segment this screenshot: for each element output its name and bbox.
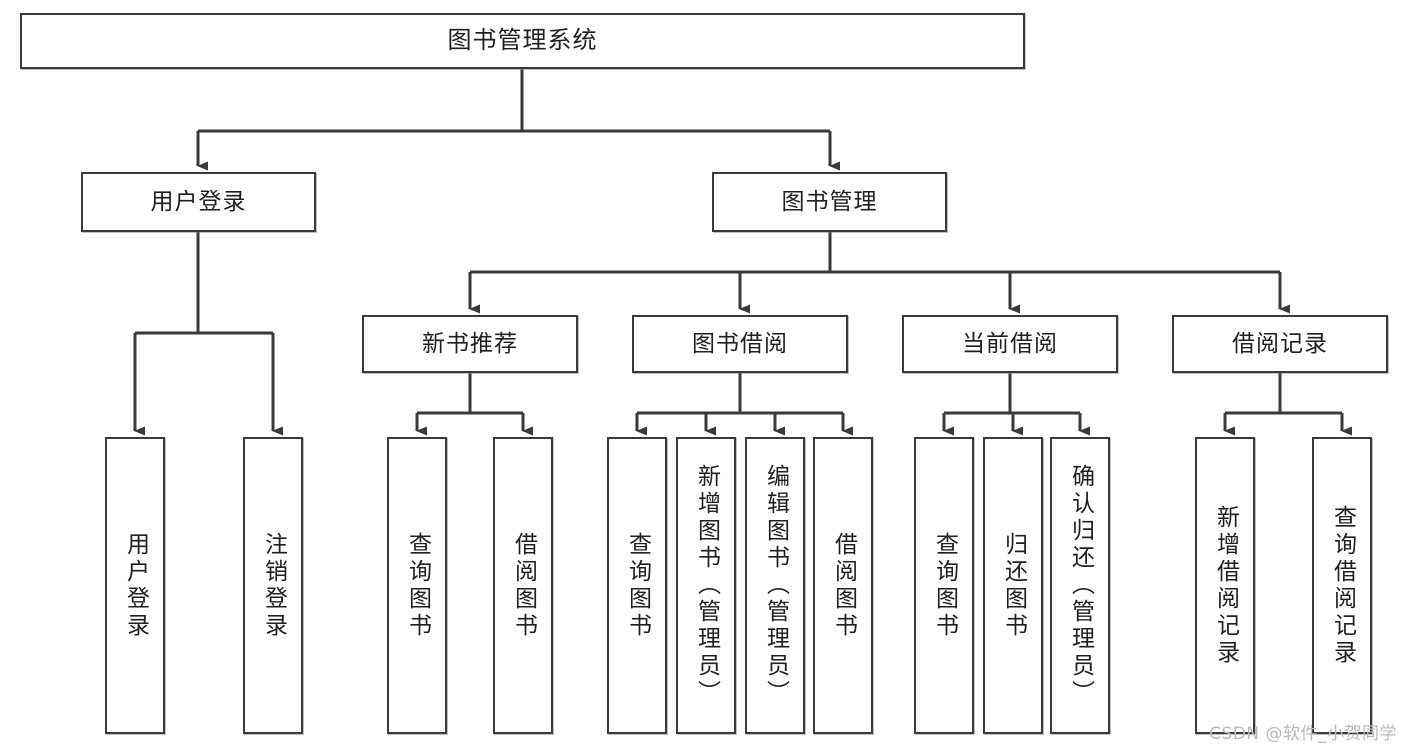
node-label: 借阅图书 <box>830 531 857 640</box>
node-new-book-recommend[interactable]: 新书推荐 <box>362 315 578 373</box>
node-label: 当前借阅 <box>962 330 1058 357</box>
node-label: 查询图书 <box>404 531 431 640</box>
leaf-edit-book-admin[interactable]: 编辑图书（管理员） <box>745 437 805 734</box>
node-label: 用户登录 <box>150 188 247 215</box>
node-label: 图书管理系统 <box>447 26 598 55</box>
node-label: 查询借阅记录 <box>1329 504 1356 667</box>
node-label: 查询图书 <box>624 531 651 640</box>
node-label: 借阅图书 <box>510 531 537 640</box>
leaf-borrow-book[interactable]: 借阅图书 <box>813 437 873 734</box>
leaf-query-book-borrow[interactable]: 查询图书 <box>607 437 667 734</box>
node-label: 新增借阅记录 <box>1212 504 1239 667</box>
node-book-management[interactable]: 图书管理 <box>712 172 947 232</box>
node-borrow-record[interactable]: 借阅记录 <box>1172 315 1388 373</box>
node-label: 图书管理 <box>781 188 878 215</box>
node-label: 图书借阅 <box>692 330 788 357</box>
node-label: 用户登录 <box>122 531 149 640</box>
leaf-add-book-admin[interactable]: 新增图书（管理员） <box>676 437 736 734</box>
leaf-borrow-book-newbook[interactable]: 借阅图书 <box>493 437 553 734</box>
leaf-query-book-current[interactable]: 查询图书 <box>914 437 974 734</box>
node-label: 新增图书（管理员） <box>693 464 720 707</box>
leaf-query-book-newbook[interactable]: 查询图书 <box>387 437 447 734</box>
node-label: 归还图书 <box>1000 531 1027 640</box>
leaf-user-login[interactable]: 用户登录 <box>105 437 165 734</box>
node-label: 查询图书 <box>931 531 958 640</box>
node-label: 新书推荐 <box>422 330 518 357</box>
node-label: 确认归还（管理员） <box>1067 464 1094 707</box>
node-book-management-system[interactable]: 图书管理系统 <box>20 13 1025 69</box>
leaf-query-borrow-record[interactable]: 查询借阅记录 <box>1312 437 1372 734</box>
leaf-logout-login[interactable]: 注销登录 <box>243 437 303 734</box>
leaf-return-book[interactable]: 归还图书 <box>983 437 1043 734</box>
node-book-borrow[interactable]: 图书借阅 <box>632 315 848 373</box>
leaf-add-borrow-record[interactable]: 新增借阅记录 <box>1195 437 1255 734</box>
node-label: 注销登录 <box>260 531 287 640</box>
node-label: 借阅记录 <box>1232 330 1328 357</box>
leaf-confirm-return-admin[interactable]: 确认归还（管理员） <box>1050 437 1110 734</box>
node-user-login[interactable]: 用户登录 <box>81 172 316 232</box>
node-label: 编辑图书（管理员） <box>762 464 789 707</box>
node-current-borrow[interactable]: 当前借阅 <box>902 315 1118 373</box>
